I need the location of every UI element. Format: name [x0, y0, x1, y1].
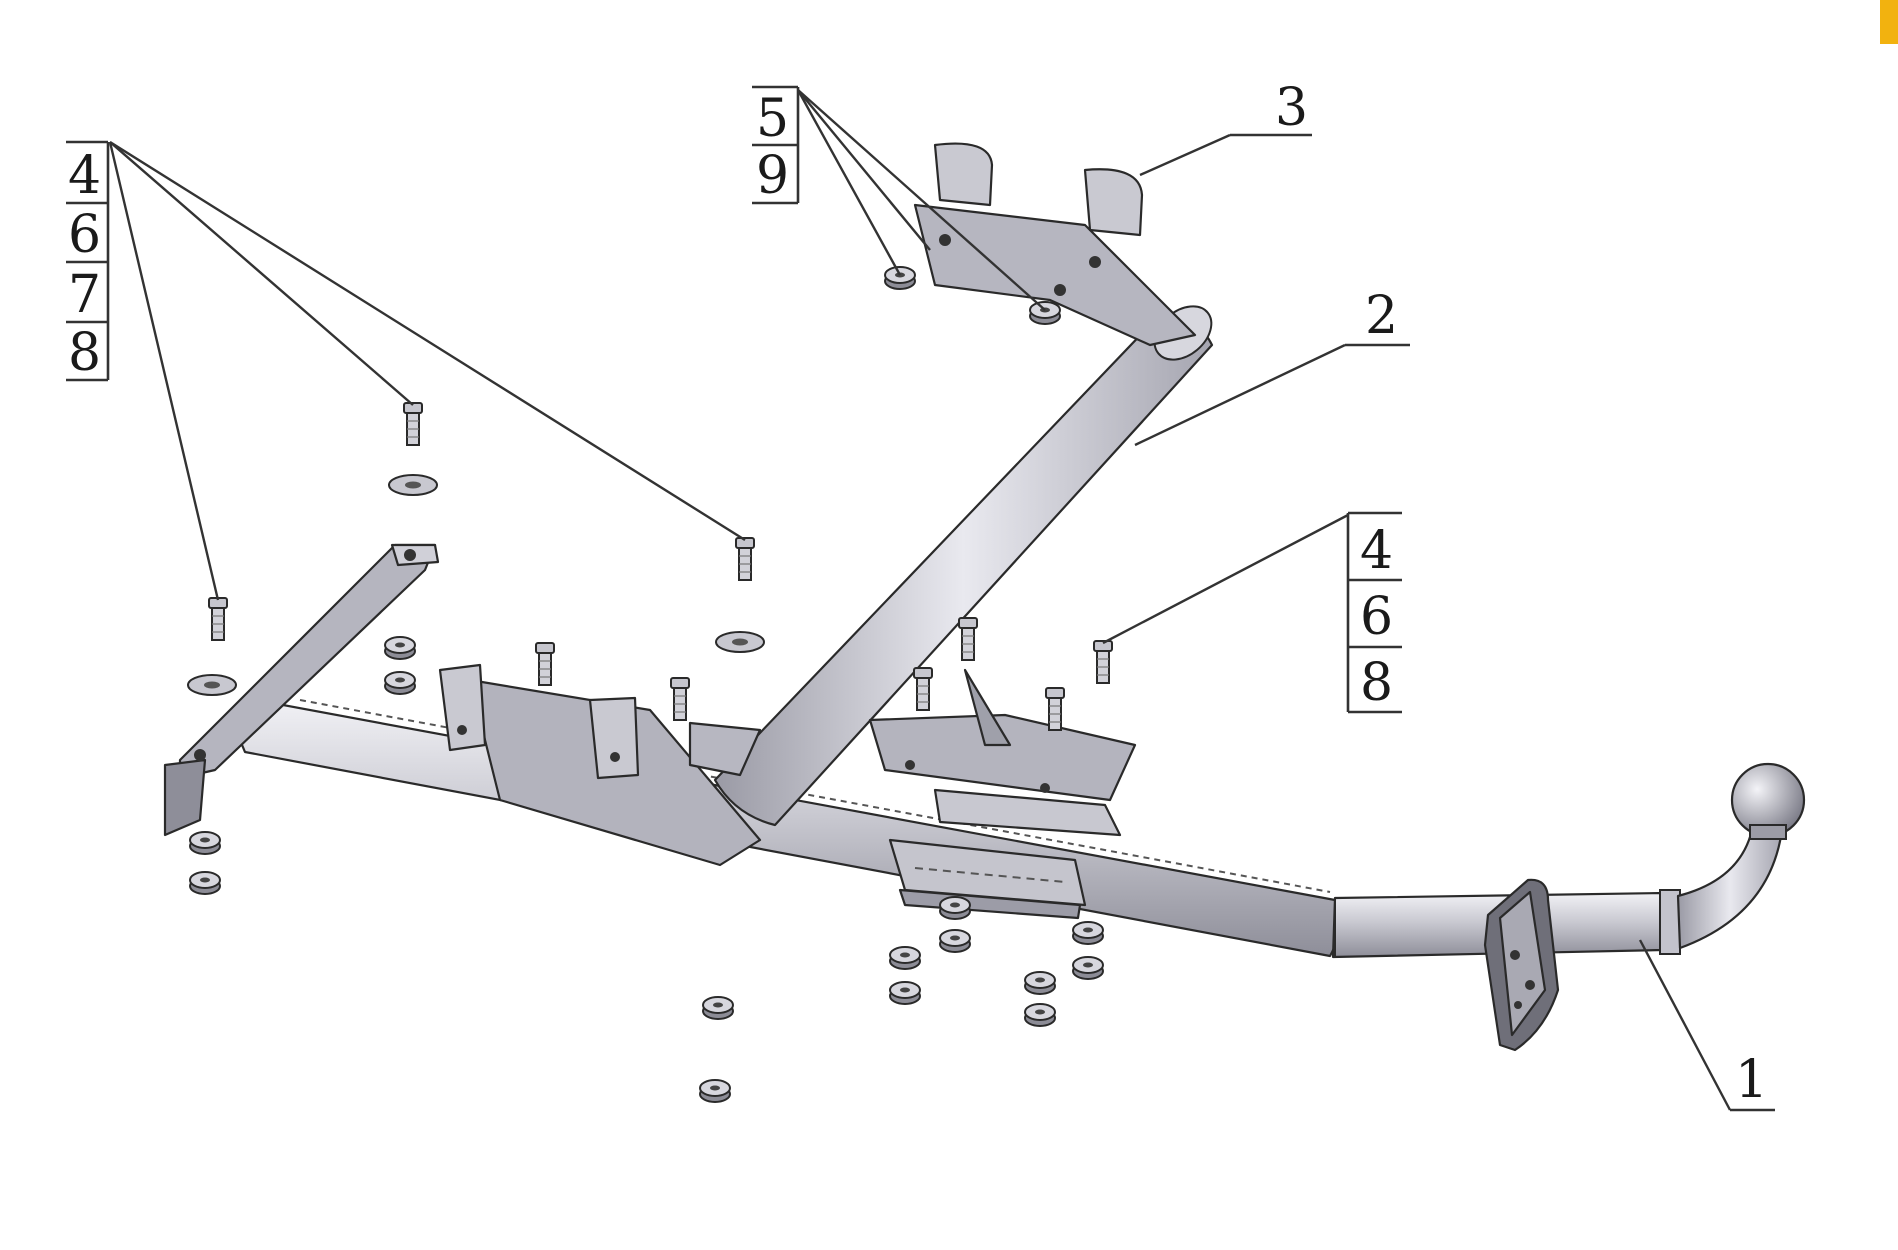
callout-left-2: 6: [68, 205, 101, 265]
callout-top-1: 5: [756, 89, 789, 149]
callout-left-4: 8: [68, 323, 101, 383]
callout-part-2: 2: [1365, 286, 1398, 346]
callout-stack-right: 4 6 8: [1346, 511, 1402, 714]
center-clamp: [888, 838, 1087, 920]
callout-left-1: 4: [68, 146, 101, 206]
leader-lines: [108, 89, 1775, 1112]
right-base-plate: [868, 668, 1137, 837]
corner-marker: [1880, 0, 1898, 44]
callout-stack-left: 4 6 7 8: [66, 140, 110, 383]
callout-stack-top: 5 9: [752, 85, 800, 206]
callout-part-1: 1: [1735, 1050, 1768, 1110]
callout-top-2: 9: [756, 146, 789, 206]
callout-right-3: 8: [1360, 653, 1393, 713]
callout-part-3: 3: [1275, 78, 1308, 138]
callout-right-2: 6: [1360, 587, 1393, 647]
callout-left-3: 7: [68, 265, 101, 325]
middle-bracket: [438, 663, 762, 867]
callout-right-1: 4: [1360, 521, 1393, 581]
upper-bracket: [913, 142, 1197, 347]
left-end-bracket: [163, 543, 440, 837]
